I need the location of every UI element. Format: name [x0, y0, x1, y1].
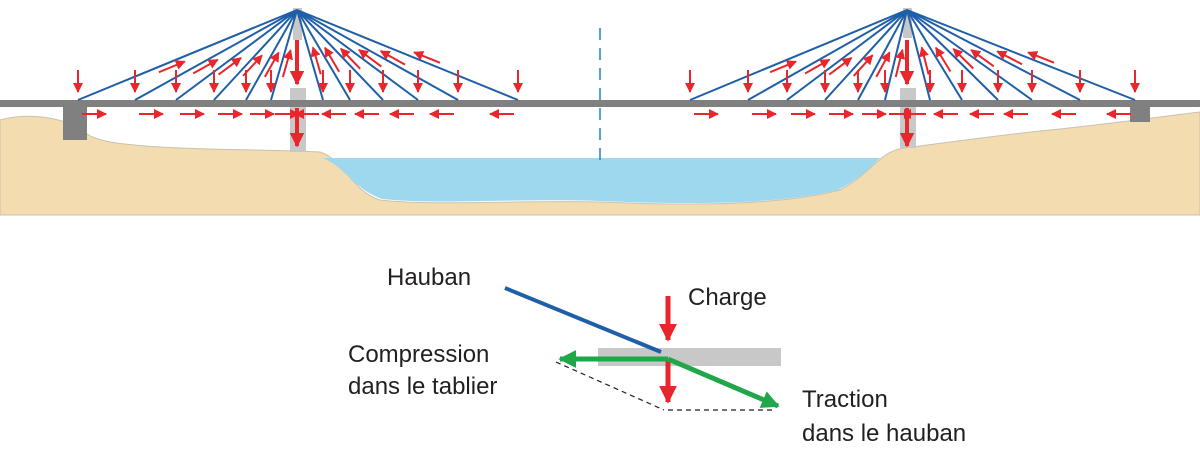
right-tower-stay-cable	[906, 9, 1136, 101]
right-tower-stay-cable	[906, 9, 1081, 101]
right-tower-stay-cable	[786, 9, 908, 101]
left-tower-stay-cable	[296, 9, 384, 101]
left-tower-stay-cable	[77, 9, 298, 101]
deck	[0, 100, 1200, 107]
stay-cable-line	[504, 286, 662, 354]
right-tower-cable-tension-arrow	[1027, 51, 1055, 64]
left-tower-cable-tension-arrow	[192, 58, 219, 75]
right-tower-cable-tension-arrow	[828, 56, 853, 76]
right-tower-stay-cable	[906, 9, 1033, 101]
left-tower-stay-cable	[296, 9, 419, 101]
right-tower-cable-tension-arrow	[952, 48, 974, 70]
traction-label-line1: Traction	[802, 386, 888, 413]
right-abutment	[1130, 104, 1150, 122]
ground	[0, 111, 1200, 216]
right-tower-cable-tension-arrow	[894, 48, 906, 78]
charge-label: Charge	[688, 284, 767, 311]
right-tower-stay-cable	[906, 9, 999, 101]
left-tower-cable-tension-arrow	[263, 51, 280, 78]
right-tower-cable-tension-arrow	[852, 54, 874, 77]
left-tower-cable-tension-arrow	[358, 49, 382, 68]
right-tower-cable-tension-arrow	[935, 46, 952, 73]
left-tower-stay-cable	[296, 9, 519, 101]
river-water	[322, 158, 880, 204]
hauban-label: Hauban	[387, 264, 471, 291]
compression-label-line1: Compression	[348, 341, 489, 368]
left-tower-cable-tension-arrow	[281, 49, 293, 78]
left-tower-stay-cable	[296, 9, 459, 101]
right-tower-stay-cable	[906, 9, 963, 101]
traction-label-line2: dans le hauban	[802, 420, 966, 447]
right-tower-cable-tension-arrow	[875, 51, 891, 78]
left-tower-cable-tension-arrow	[310, 46, 322, 75]
left-pylon	[293, 8, 302, 40]
left-abutment	[63, 104, 87, 140]
right-tower-cable-tension-arrow	[919, 46, 930, 75]
compression-label-line2: dans le tablier	[348, 373, 497, 400]
right-tower-cable-tension-arrow	[970, 49, 995, 68]
right-tower-stay-cable	[747, 9, 908, 101]
left-tower-cable-tension-arrow	[413, 51, 441, 64]
right-pylon	[903, 8, 912, 38]
traction-arrow	[667, 356, 780, 409]
right-tower-cable-tension-arrow	[769, 60, 797, 74]
left-tower-stay-cable	[175, 9, 298, 101]
left-tower-cable-tension-arrow	[217, 57, 242, 76]
left-tower-stay-cable	[296, 9, 351, 101]
left-tower-stay-cable	[134, 9, 298, 101]
left-tower-cable-tension-arrow	[324, 46, 341, 73]
right-tower-cable-tension-arrow	[996, 50, 1023, 66]
right-tower-stay-cable	[689, 9, 908, 101]
left-tower-cable-tension-arrow	[379, 50, 406, 66]
parallelogram-left-dashed	[555, 361, 665, 411]
left-tower-cable-tension-arrow	[340, 47, 361, 70]
right-tower-cable-tension-arrow	[804, 58, 831, 75]
left-tower-cable-tension-arrow	[158, 60, 186, 74]
